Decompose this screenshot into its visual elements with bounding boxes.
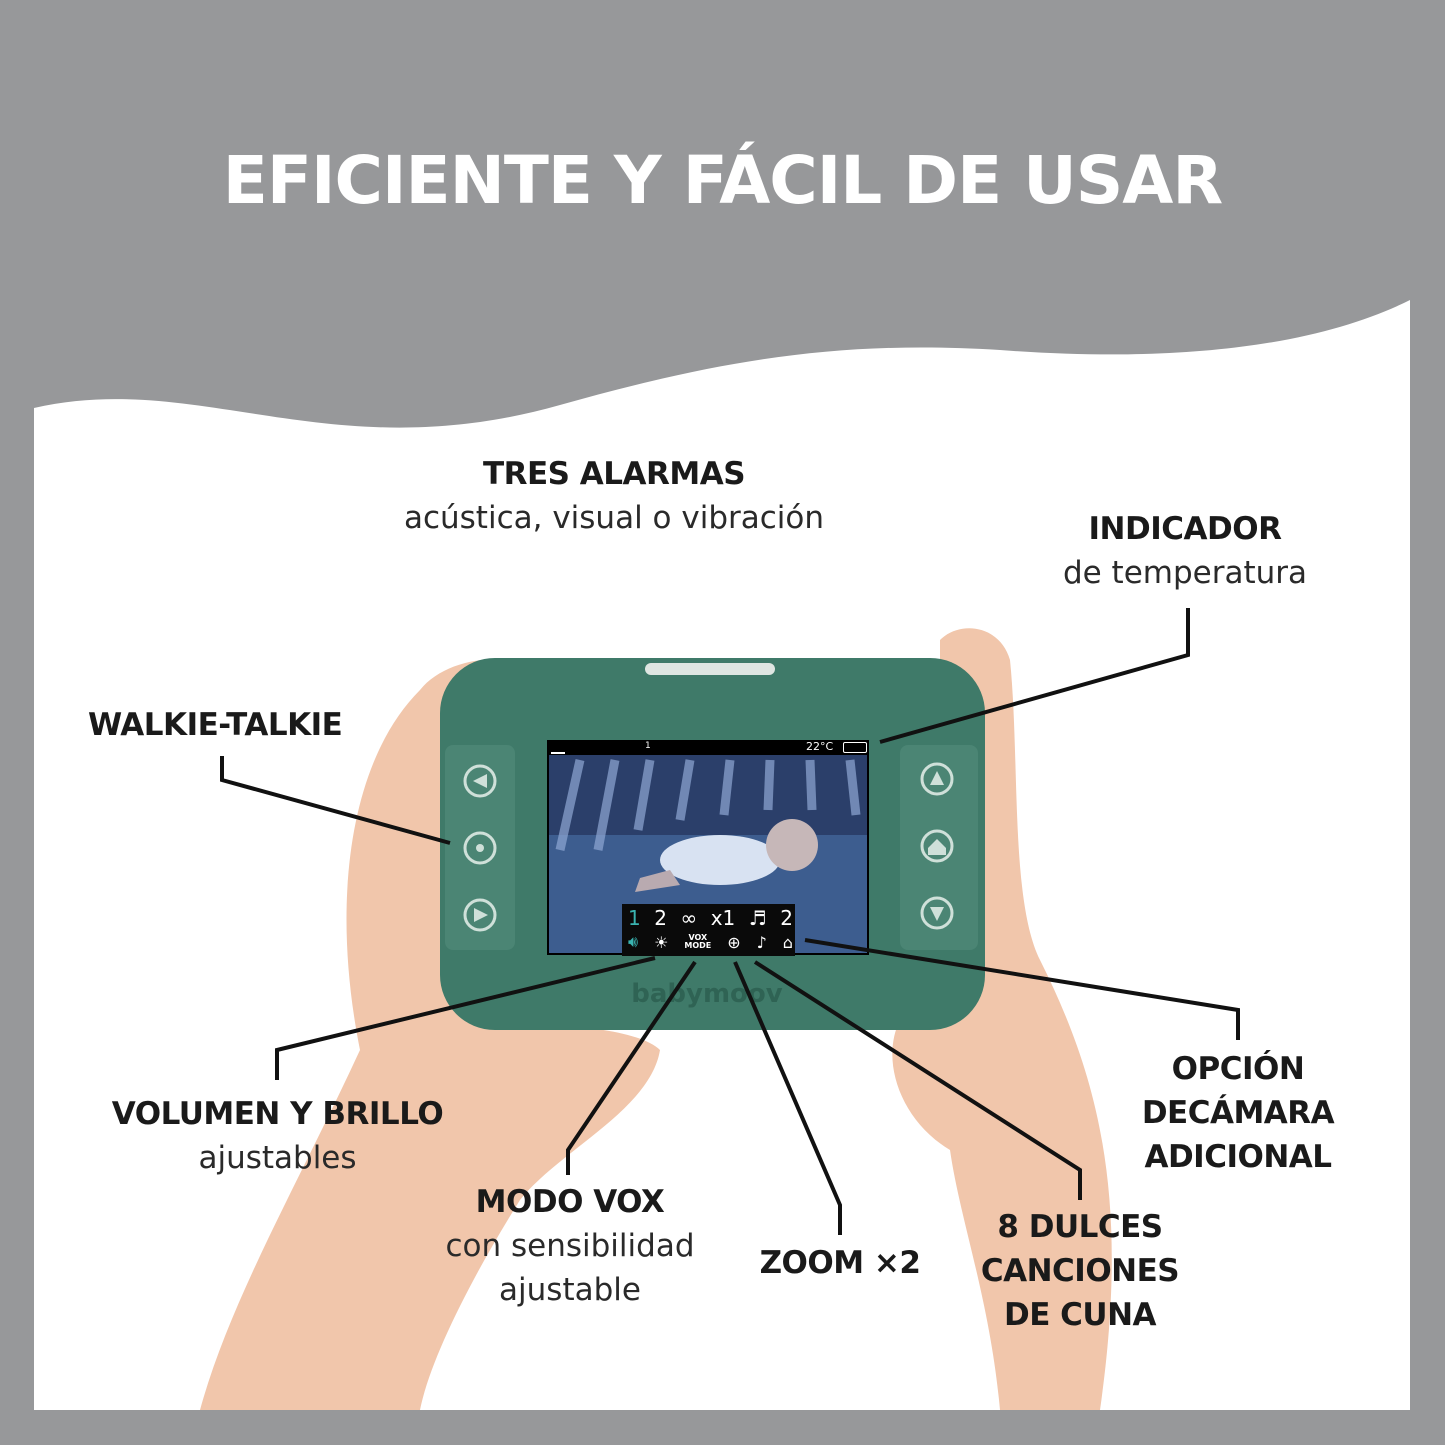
menu-item-volume[interactable]: 1 [628,906,641,930]
page-headline: EFICIENTE Y FÁCIL DE USAR [222,142,1223,219]
callout-walkie-talkie: WALKIE-TALKIE [88,707,343,743]
callout-camera: OPCIÓN DECÁMARA ADICIONAL [1141,1051,1335,1175]
home-button [920,829,954,863]
status-temperature: 22°C [806,740,834,753]
status-camera-number: 1 [645,741,651,751]
menu-item-vox[interactable]: ∞ [680,906,698,930]
menu-row: 1 2 ∞ x1 ♬ 2 [628,906,793,930]
line-vox [566,960,697,1175]
down-button [920,896,954,930]
line-camera [804,938,1240,1040]
callout-songs: 8 DULCES CANCIONES DE CUNA [980,1209,1180,1333]
speaker-icon: 🔊︎ [628,932,639,951]
left-hand [200,658,660,1410]
camera-icon: ⌂ [782,932,793,952]
line-temperature [879,608,1190,744]
line-walkie [220,756,451,845]
brand-logo: babymoov [631,979,783,1009]
line-volume [275,956,656,1080]
menu-item-zoom[interactable]: x1 [710,906,736,930]
talk-button [463,831,497,865]
menu-item-camera[interactable]: 2 [780,906,793,930]
music-note-icon: ♪ [756,932,767,952]
menu-item-lullaby[interactable]: ♬ [748,906,767,930]
line-songs [753,960,1082,1200]
brightness-icon: ☀ [654,932,669,952]
callout-volume: VOLUMEN Y BRILLO ajustables [111,1096,444,1176]
up-button [920,762,954,796]
status-battery-icon [843,742,867,753]
menu-item-brightness[interactable]: 2 [654,906,667,930]
callout-vox: MODO VOX con sensibilidad ajustable [445,1184,695,1308]
left-arrow-button [463,764,497,798]
zoom-icon: ⊕ [727,932,741,952]
signal-icon [551,743,565,754]
callout-alarms: TRES ALARMAS acústica, visual o vibració… [403,456,825,536]
line-zoom [733,961,842,1235]
callout-zoom: ZOOM ×2 [759,1245,921,1281]
callout-temperature: INDICADOR de temperatura [1062,511,1308,591]
menu-overlay [622,904,795,956]
right-arrow-button [463,898,497,932]
